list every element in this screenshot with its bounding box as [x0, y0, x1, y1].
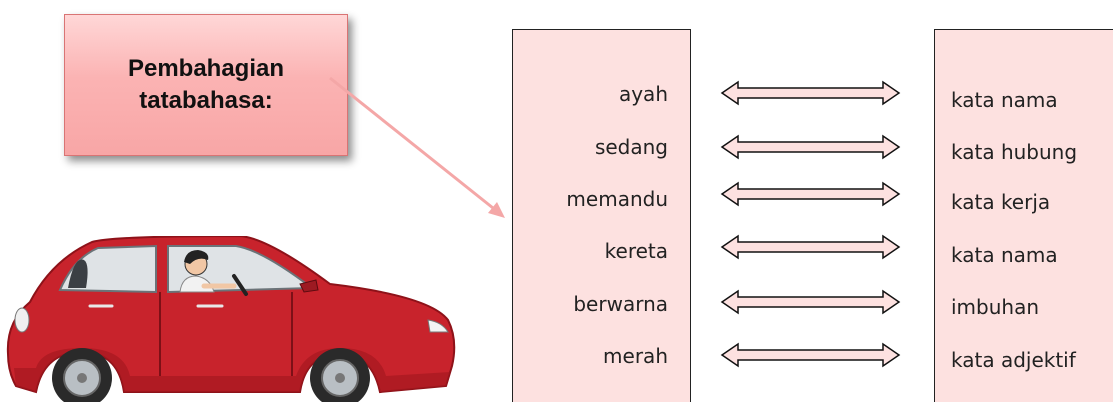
callout-title-line1: Pembahagian [127, 55, 285, 82]
category-item-2: kata hubung [951, 140, 1078, 164]
word-item-ayah: ayah [618, 82, 668, 106]
driver-figure [179, 250, 248, 296]
car-mirror [299, 279, 319, 293]
word-item-kereta: kereta [604, 239, 668, 263]
word-item-merah: merah [603, 344, 668, 368]
double-arrow-1 [720, 80, 901, 106]
car-head-light [427, 319, 449, 333]
word-item-memandu: memandu [566, 187, 668, 211]
car-door-lines [159, 292, 293, 376]
double-arrow-6 [720, 342, 901, 368]
category-item-3: kata kerja [951, 190, 1051, 214]
double-arrow-4 [720, 234, 901, 260]
double-arrow-3 [720, 181, 901, 207]
car-tail-light [14, 307, 30, 333]
category-item-4: kata nama [951, 243, 1058, 267]
car-seat [68, 259, 88, 288]
car-illustration [6, 236, 456, 402]
callout-title: Pembahagian tatabahasa: [91, 53, 321, 117]
callout-pointer-head [488, 202, 505, 218]
car-lower-shading [14, 348, 450, 392]
category-item-6: kata adjektif [951, 348, 1076, 372]
double-arrow-2 [720, 134, 901, 160]
category-item-5: imbuhan [951, 295, 1040, 319]
car-rear-wheel [52, 348, 112, 402]
callout-title-line2: tatabahasa: [139, 87, 273, 114]
callout-box: Pembahagian tatabahasa: [64, 14, 348, 156]
word-item-berwarna: berwarna [573, 292, 668, 316]
callout-pointer-line [329, 76, 499, 214]
car-front-wheel [310, 348, 370, 402]
word-item-sedang: sedang [594, 135, 668, 159]
category-column: kata nama kata hubung kata kerja kata na… [934, 29, 1113, 402]
category-item-1: kata nama [951, 88, 1058, 112]
double-arrow-5 [720, 289, 901, 315]
word-column: ayah sedang memandu kereta berwarna mera… [512, 29, 691, 402]
